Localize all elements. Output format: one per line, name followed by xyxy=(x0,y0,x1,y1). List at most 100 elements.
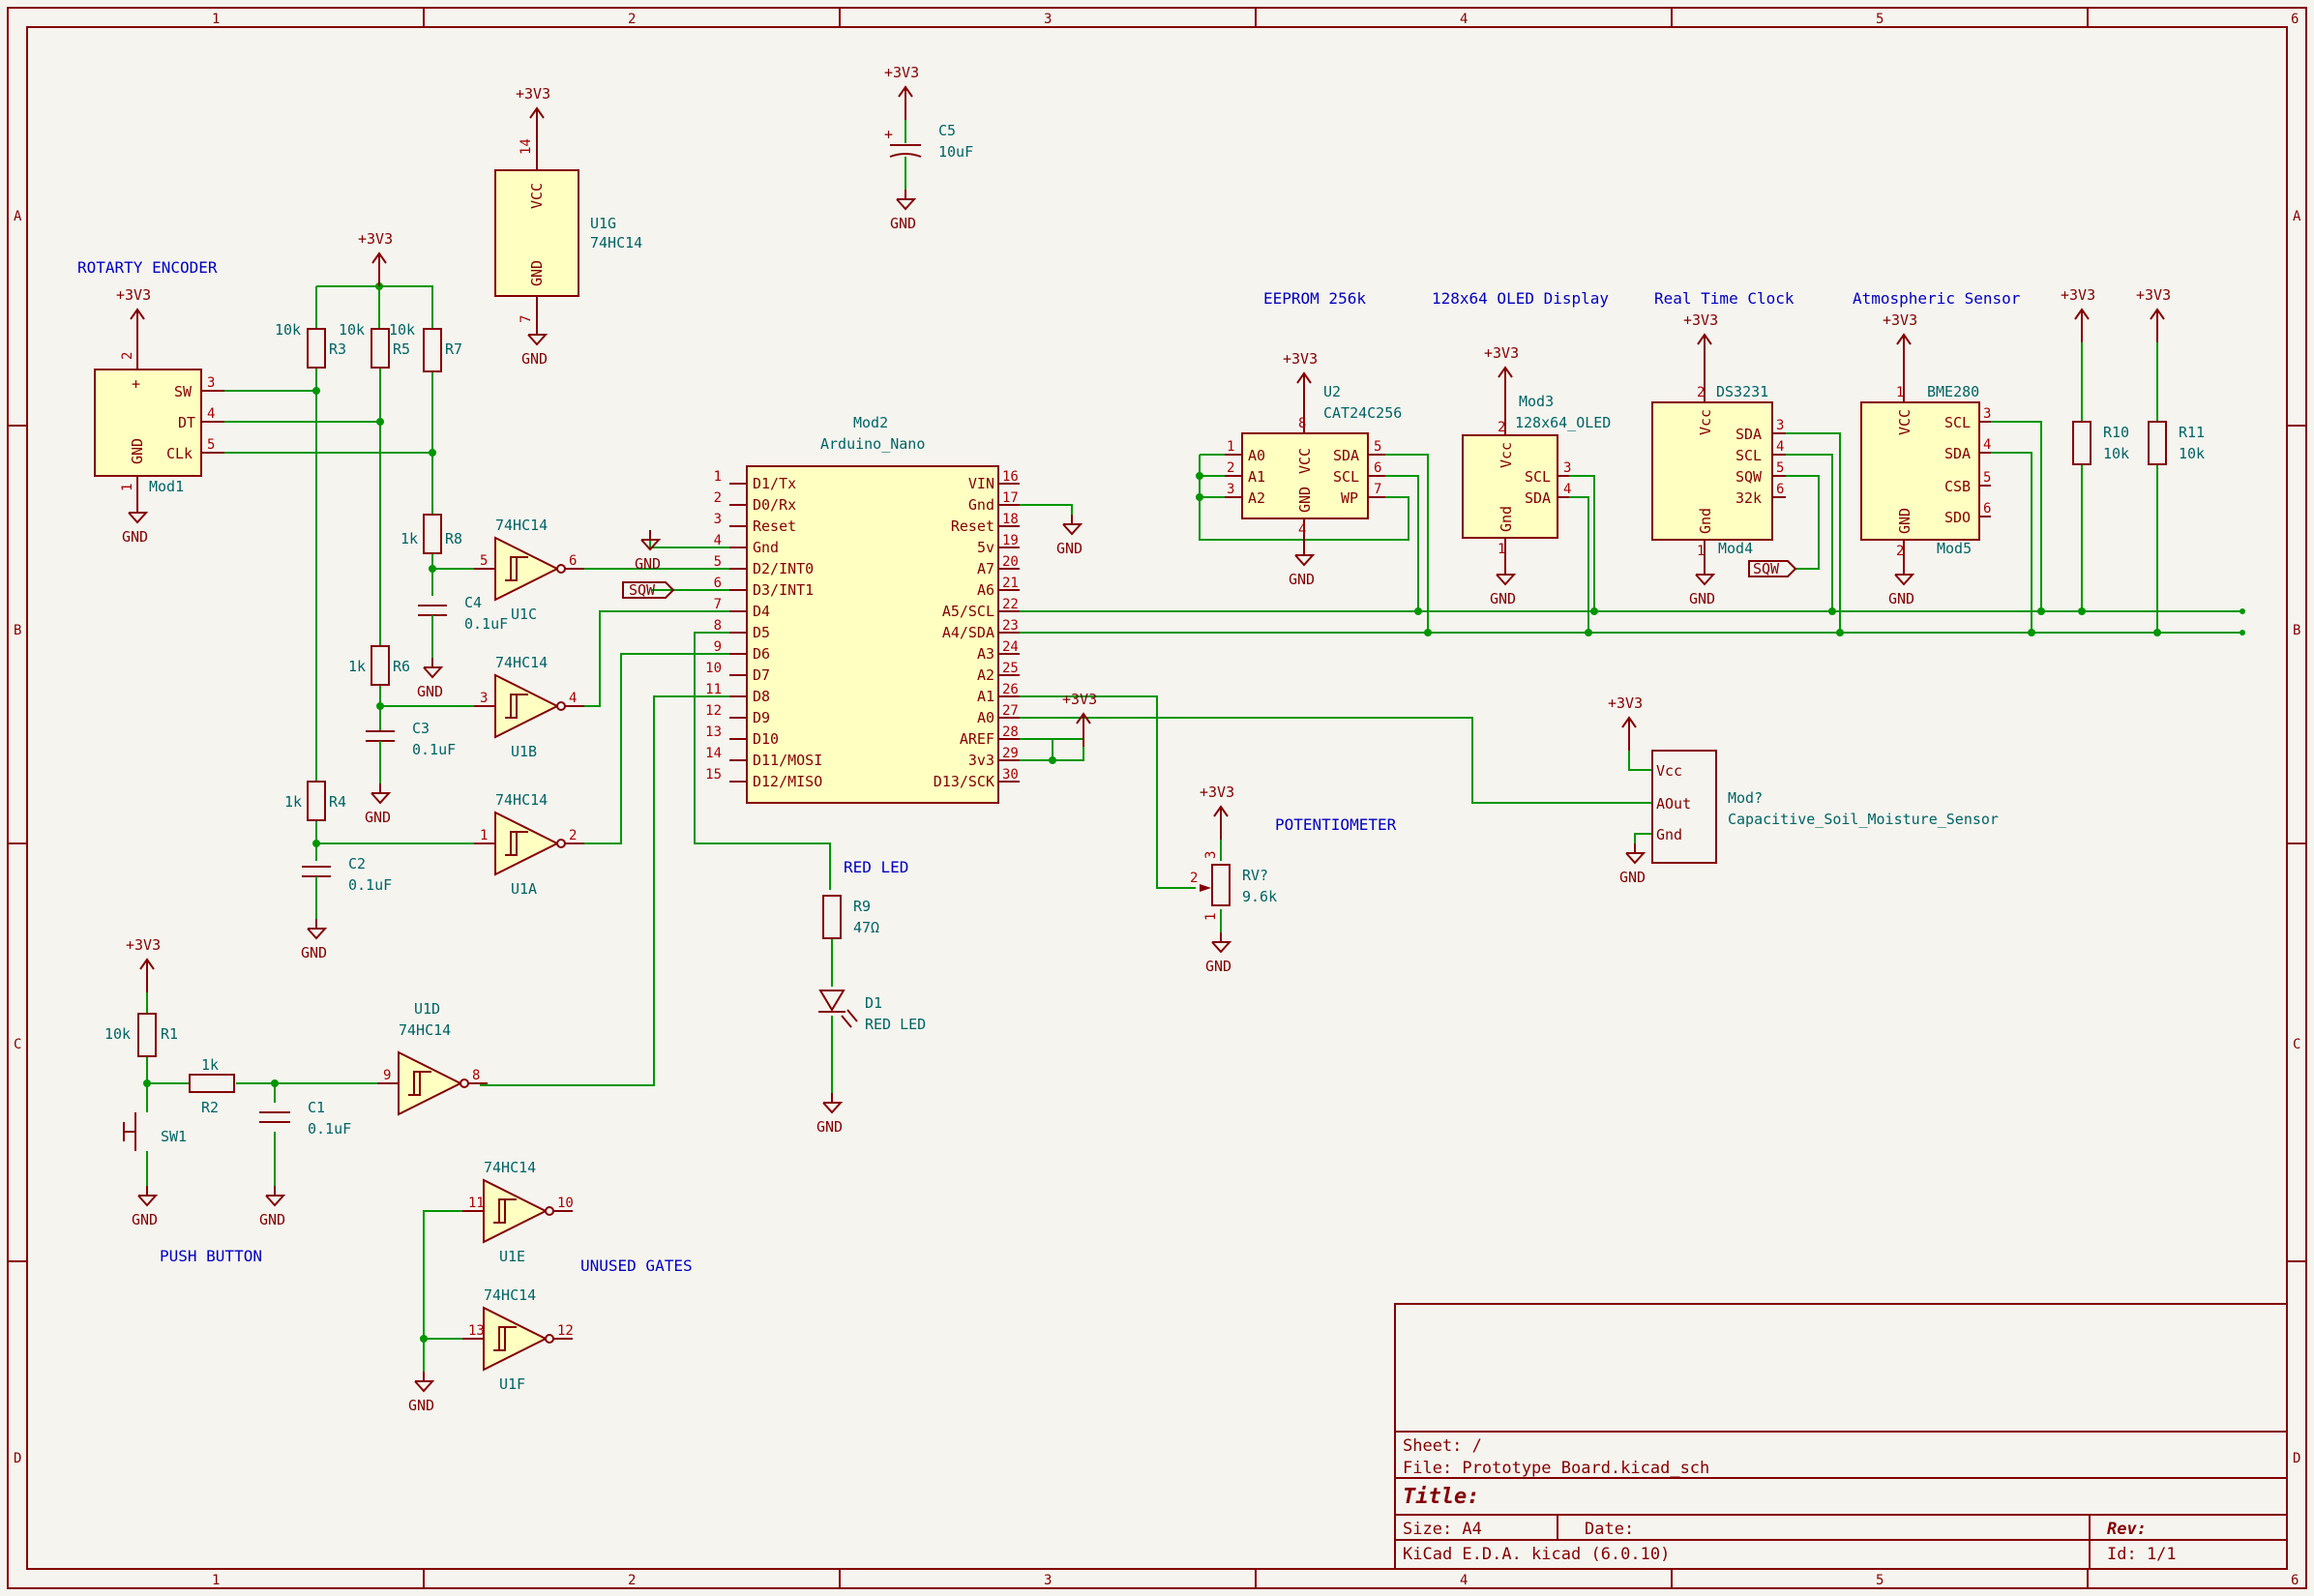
r2-resistor[interactable]: 1k R2 xyxy=(189,1056,235,1116)
note-eeprom: EEPROM 256k xyxy=(1263,289,1366,308)
r9-ref: R9 xyxy=(853,898,871,915)
ground-symbol: GND xyxy=(521,325,549,368)
mod2-ref: Mod2 xyxy=(853,414,888,431)
r9-resistor[interactable]: R9 47Ω xyxy=(822,895,879,939)
mod4-gnd: Gnd xyxy=(1697,508,1714,534)
nano-right-pin-name: A7 xyxy=(977,560,994,577)
nano-right-pin-num: 26 xyxy=(1002,682,1019,697)
u2-eeprom[interactable]: A0 A1 A2 VCC GND SDA SCL WP 1 2 3 4 5 6 … xyxy=(1225,383,1402,546)
nano-left-pin-num: 2 xyxy=(714,490,722,506)
mod4-pin6: 6 xyxy=(1776,482,1784,497)
mod7-aout-label: AOut xyxy=(1656,795,1691,813)
u2-a2: A2 xyxy=(1248,489,1265,507)
mod4-rtc[interactable]: Vcc Gnd SDA SCL SQW 32k 2 1 3 4 5 6 DS32… xyxy=(1651,368,1786,565)
mod7-soil-moisture-sensor[interactable]: Vcc AOut Gnd Mod? Capacitive_Soil_Moistu… xyxy=(1651,750,1999,864)
power-3v3-label: +3V3 xyxy=(116,286,151,304)
rv7-potentiometer[interactable]: 3 2 1 RV? 9.6k xyxy=(1190,851,1277,921)
mod3-gnd: Gnd xyxy=(1498,506,1515,532)
nano-right-pin-name: 3v3 xyxy=(968,752,994,769)
r4-resistor[interactable]: 1k R4 xyxy=(284,781,346,821)
nano-right-pin-name: VIN xyxy=(968,475,994,492)
mod1-plus-label: + xyxy=(132,375,140,393)
mod3-vcc: Vcc xyxy=(1498,442,1515,468)
c1-capacitor[interactable]: C1 0.1uF xyxy=(259,1099,351,1138)
u1a-ref: U1A xyxy=(511,880,537,898)
ground-label: GND xyxy=(408,1397,434,1414)
u1g-power-gate[interactable]: VCC GND 14 7 U1G 74HC14 xyxy=(494,138,642,325)
nano-right-pin-name: A1 xyxy=(977,688,994,705)
frame-col-label: 1 xyxy=(212,12,220,27)
u2-pin5: 5 xyxy=(1374,439,1381,455)
u1g-ref: U1G xyxy=(590,215,616,232)
c3-capacitor[interactable]: C3 0.1uF xyxy=(366,720,456,783)
mod1-rotary-encoder[interactable]: + GND SW DT CLk 2 1 3 4 5 Mod1 xyxy=(94,342,224,503)
mod3-sda: SDA xyxy=(1525,489,1551,507)
mod4-sqw: SQW xyxy=(1736,468,1763,486)
ground-label: GND xyxy=(521,350,548,368)
u2-ref: U2 xyxy=(1323,383,1341,400)
power-3v3-label: +3V3 xyxy=(884,64,919,81)
u1e-pin-out: 10 xyxy=(557,1196,574,1211)
mod3-oled[interactable]: Vcc Gnd SCL SDA 2 1 3 4 Mod3 128x64_OLED xyxy=(1462,393,1611,565)
power-3v3-label: +3V3 xyxy=(1283,350,1318,368)
r1-resistor[interactable]: 10k R1 xyxy=(104,992,178,1057)
tb-rev: Rev: xyxy=(2107,1520,2147,1539)
mod1-pin3: 3 xyxy=(207,375,215,391)
nano-left-pin-num: 8 xyxy=(714,618,722,634)
u2-gnd: GND xyxy=(1296,487,1314,513)
r11-resistor[interactable]: R11 10k xyxy=(2148,342,2205,465)
nano-left-pin-name: D1/Tx xyxy=(753,475,796,492)
mod5-bme280[interactable]: VCC GND SCL SDA CSB SDO 1 2 3 4 5 6 BME2… xyxy=(1860,368,1991,565)
r5-resistor[interactable]: 10k R5 xyxy=(339,321,410,369)
u1c-value: 74HC14 xyxy=(495,517,548,534)
rv7-value: 9.6k xyxy=(1242,888,1277,905)
tb-tool: KiCad E.D.A. kicad (6.0.10) xyxy=(1403,1545,1670,1564)
nano-right-pin-name: AREF xyxy=(960,730,994,748)
u2-pin3: 3 xyxy=(1227,482,1234,497)
ground-symbol: GND xyxy=(408,1372,435,1414)
c5-capacitor[interactable]: + C5 10uF xyxy=(884,120,973,190)
c4-capacitor[interactable]: C4 0.1uF xyxy=(418,594,508,658)
frame-col-label: 5 xyxy=(1876,12,1884,27)
mod4-sda: SDA xyxy=(1736,426,1762,443)
frame-col-label: 1 xyxy=(212,1573,220,1588)
power-3v3-label: +3V3 xyxy=(1608,695,1643,712)
r6-resistor[interactable]: 1k R6 xyxy=(348,645,410,686)
nano-left-pin-name: D9 xyxy=(753,709,770,726)
nano-left-pin-name: D4 xyxy=(753,603,770,620)
r7-resistor[interactable]: 10k R7 xyxy=(389,321,462,372)
r10-resistor[interactable]: R10 10k xyxy=(2072,342,2129,465)
u2-sda: SDA xyxy=(1333,447,1359,464)
nano-left-pin-name: D10 xyxy=(753,730,779,748)
power-3v3-symbol: +3V3 xyxy=(126,936,161,992)
mod4-pin5: 5 xyxy=(1776,460,1784,476)
ground-label: GND xyxy=(1888,590,1914,607)
d1-led[interactable]: D1 RED LED xyxy=(818,990,926,1033)
u1b-pin-in: 3 xyxy=(480,691,488,706)
r10-value: 10k xyxy=(2103,445,2129,462)
u1b-pin-out: 4 xyxy=(569,691,577,706)
r3-resistor[interactable]: 10k R3 xyxy=(275,321,346,369)
r8-resistor[interactable]: 1k R8 xyxy=(400,514,462,554)
frame-col-label: 2 xyxy=(628,12,636,27)
mod5-pin2: 2 xyxy=(1896,544,1904,559)
mod4-ref: Mod4 xyxy=(1718,540,1753,557)
mod1-pin2: 2 xyxy=(120,352,135,360)
frame-col-label: 4 xyxy=(1460,12,1468,27)
power-3v3-symbol: +3V3 xyxy=(1883,311,1917,368)
u2-pin4: 4 xyxy=(1298,522,1306,538)
frame-row-label: A xyxy=(14,209,22,224)
ground-symbol: GND xyxy=(122,503,149,546)
sw1-push-switch[interactable]: SW1 xyxy=(123,1112,187,1151)
frame-col-label: 3 xyxy=(1044,1573,1052,1588)
c2-capacitor[interactable]: C2 0.1uF xyxy=(302,855,392,919)
